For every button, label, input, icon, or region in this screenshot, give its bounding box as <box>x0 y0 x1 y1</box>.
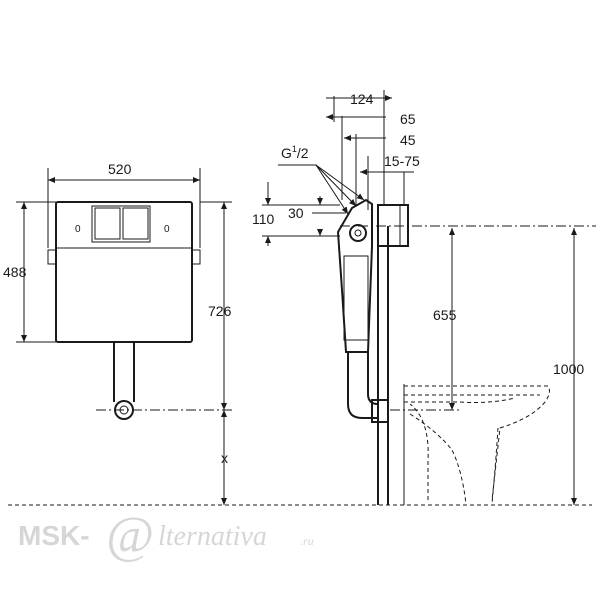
dim-15-75: 15-75 <box>384 153 420 169</box>
dim-726: 726 <box>208 303 232 319</box>
watermark-brand: MSK- <box>18 520 90 551</box>
side-view: 124 65 45 15-75 G1/2 110 30 <box>252 90 596 505</box>
dim-65: 65 <box>400 111 416 127</box>
cistern-front-body <box>55 201 193 343</box>
toilet-pan <box>404 385 550 505</box>
dim-x: x <box>221 450 228 466</box>
watermark-rest: lternativa <box>158 521 267 552</box>
dim-45: 45 <box>400 132 416 148</box>
dim-520: 520 <box>108 161 132 177</box>
cistern-mark-left: 0 <box>75 224 81 235</box>
dim-488: 488 <box>3 264 27 280</box>
dim-124: 124 <box>350 91 374 107</box>
dim-1000: 1000 <box>553 361 584 377</box>
dim-110: 110 <box>252 211 275 227</box>
watermark: MSK- @ lternativa .ru <box>18 507 314 564</box>
thread-label: G1/2 <box>281 144 309 161</box>
dim-655: 655 <box>433 307 457 323</box>
front-view: 0 0 520 488 726 x <box>3 161 232 505</box>
inlet-valve <box>349 224 367 242</box>
flush-plate <box>91 205 151 243</box>
flush-pipe-side <box>347 352 379 419</box>
cistern-side-body <box>336 198 373 353</box>
dim-30: 30 <box>288 205 304 221</box>
cistern-mark-right: 0 <box>164 224 170 235</box>
watermark-tld: .ru <box>300 534 314 548</box>
watermark-at: @ <box>106 507 154 564</box>
flush-pipe-front <box>113 342 135 402</box>
